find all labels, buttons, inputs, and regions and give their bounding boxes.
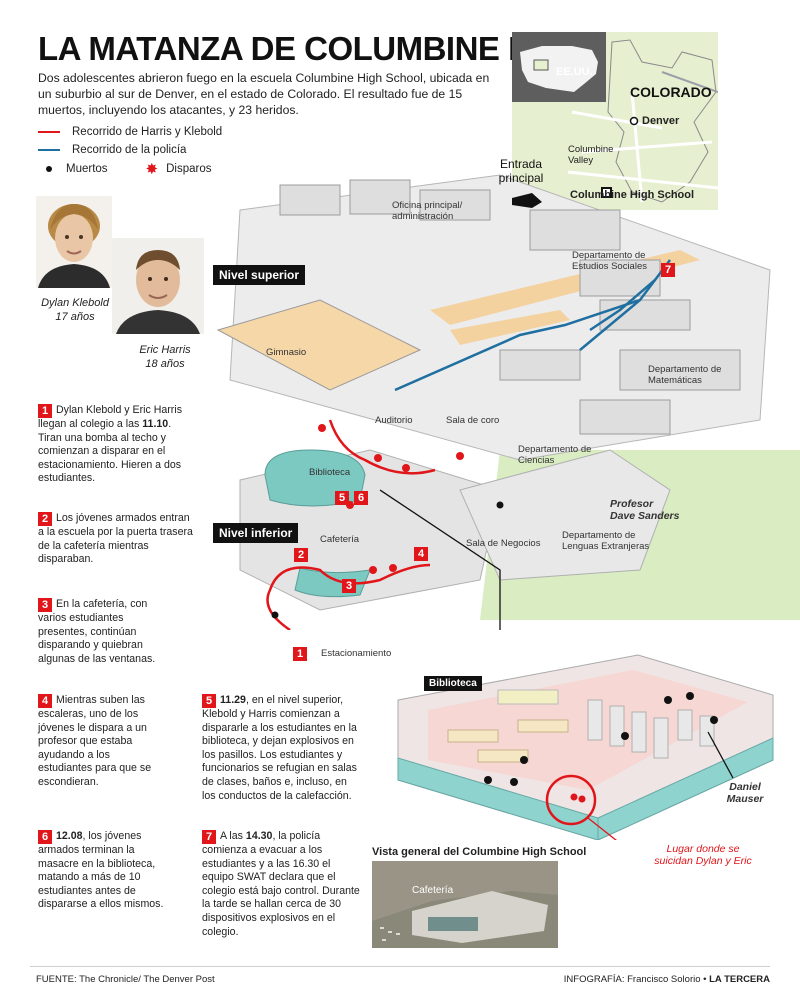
map-badge-2: 2 [294,544,312,562]
auditorium-label: Auditorio [375,415,413,426]
overview-title: Vista general del Columbine High School [372,846,587,858]
locator-map: EE.UU. COLORADO Denver Columbine Valley … [512,32,719,210]
legend-attackers: Recorrido de Harris y Klebold [38,126,222,138]
school-label: Columbine High School [570,189,695,201]
choir-label: Sala de coro [446,415,500,426]
harris-photo [112,238,204,334]
harris-name: Eric Harris [139,344,191,356]
map-badge-3: 3 [342,575,360,593]
overview-photo: Cafetería [372,861,558,948]
harris-age: 18 años [145,358,185,370]
map-badge-1: 1 [293,643,311,661]
science-label: Departamento de Ciencias [518,444,592,466]
state-label: COLORADO [630,84,712,100]
legend-label: Recorrido de Harris y Klebold [72,126,223,138]
teacher-label: Profesor Dave Sanders [610,498,680,522]
building-diagram [200,150,800,670]
business-room-label: Sala de Negocios [466,538,541,549]
footer-source: FUENTE: The Chronicle/ The Denver Post [36,974,215,985]
legend-label: Muertos [66,163,108,175]
library-label: Biblioteca [309,467,351,478]
legend-label: Disparos [166,163,212,175]
parking-label: Estacionamiento [321,648,392,659]
footer-divider [30,966,770,967]
town-label: Columbine Valley [568,144,614,166]
cafeteria-label: Cafetería [320,534,360,545]
office-label: Oficina principal/ administración [392,200,463,222]
klebold-name: Dylan Klebold [41,297,109,309]
red-route-icon [38,130,60,134]
klebold-age: 17 años [55,311,95,323]
library-detail-label: Biblioteca [424,676,482,691]
gym-label: Gimnasio [266,347,307,358]
shot-burst-icon: ✸ [145,160,159,178]
math-label: Departamento de Matemáticas [648,364,722,386]
upper-level-label: Nivel superior [213,265,306,285]
klebold-caption: Dylan Klebold 17 años [20,296,130,324]
dead-dot-icon [46,166,52,172]
blue-route-icon [38,148,60,152]
overview-cafeteria-label: Cafetería [412,885,454,896]
footer-credit: INFOGRAFÍA: Francisco Solorio • LA TERCE… [563,974,770,985]
suicide-location-label: Lugar donde se suicidan Dylan y Eric [654,843,752,867]
harris-caption: Eric Harris 18 años [122,343,208,371]
social-studies-label: Departamento de Estudios Sociales [572,250,647,272]
lower-level-label: Nivel inferior [213,523,299,543]
legend-police: Recorrido de la policía [38,144,186,156]
map-badge-6: 6 [354,487,372,505]
victim-label: Daniel Mauser [726,781,764,805]
map-badge-5: 5 [335,487,353,505]
country-label: EE.UU. [556,66,593,78]
map-badge-4: 4 [414,543,432,561]
languages-label: Departamento de Lenguas Extranjeras [562,530,650,552]
klebold-photo [36,196,112,288]
legend-label: Recorrido de la policía [72,144,187,156]
intro-text: Dos adolescentes abrieron fuego en la es… [38,71,490,117]
legend-markers: Muertos ✸ Disparos [38,160,212,178]
map-badge-7: 7 [661,259,679,277]
entrance-label: Entrada principal [498,157,544,185]
city-label: Denver [642,115,680,127]
library-detail [388,640,778,849]
